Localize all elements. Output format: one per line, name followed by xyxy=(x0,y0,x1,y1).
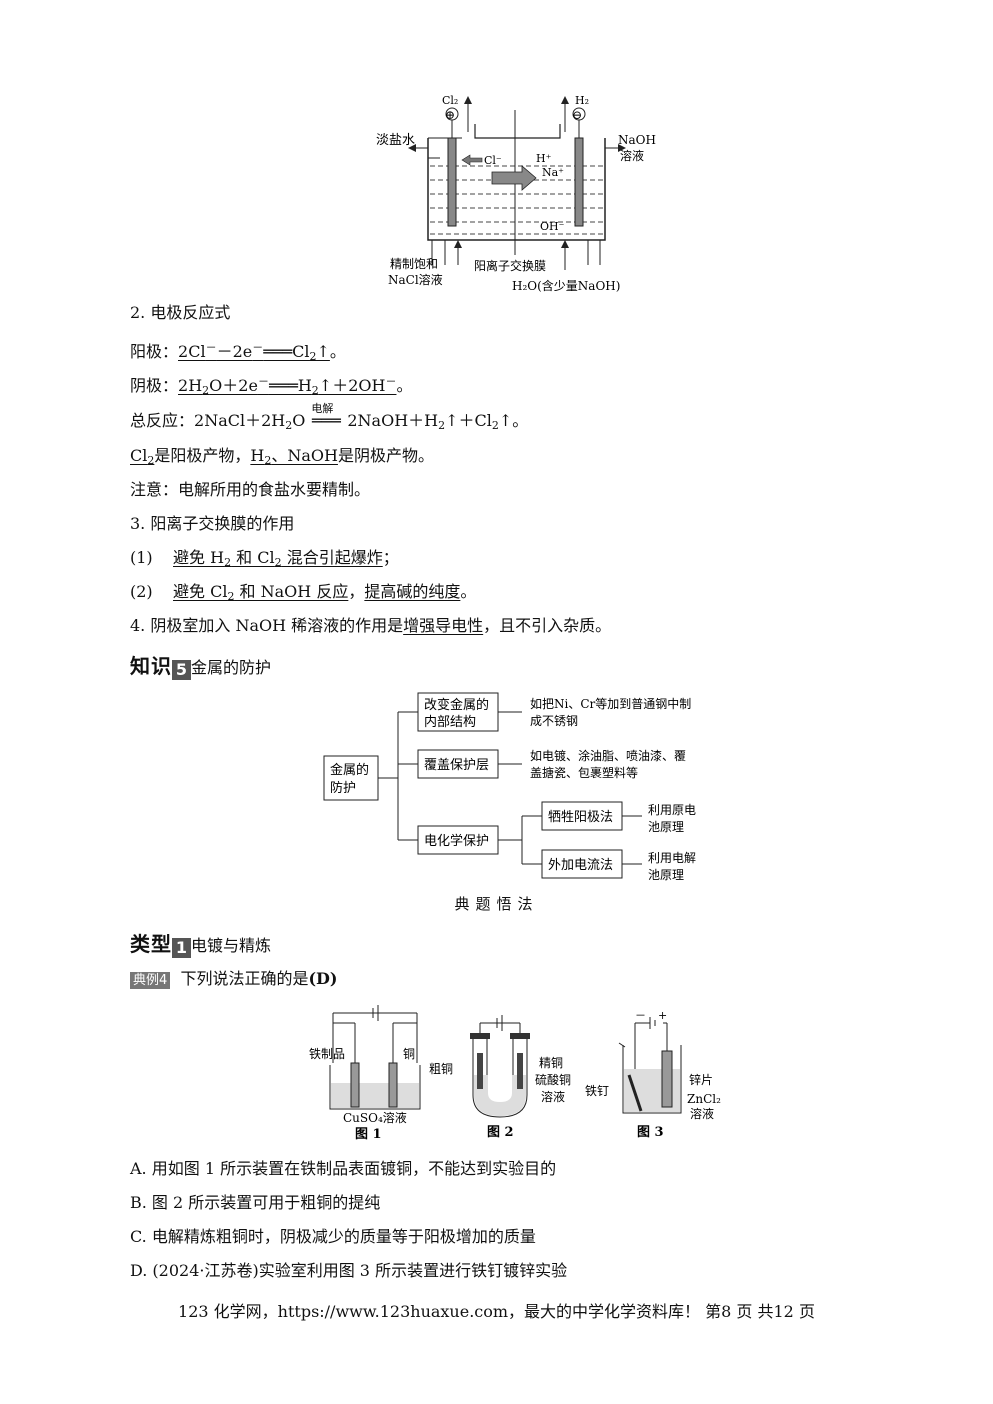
mindmap-root-1: 金属的 xyxy=(330,762,369,778)
mindmap-b3a-desc-2: 池原理 xyxy=(648,820,684,834)
mindmap-b2-desc-2: 盖搪瓷、包裹塑料等 xyxy=(530,765,638,780)
option-a: A. 用如图 1 所示装置在铁制品表面镀铜，不能达到实验目的 xyxy=(130,1159,557,1178)
note-line: 注意：电解所用的食盐水要精制。 xyxy=(130,480,371,499)
mindmap-b3b-desc-2: 池原理 xyxy=(648,868,684,882)
electroplating-figures: 铁制品 铜 CuSO₄溶液 图 1 粗铜 精铜 硫酸铜 溶液 图 2 － + 铁… xyxy=(309,1005,721,1142)
option-d: D. (2024·江苏卷)实验室利用图 3 所示装置进行铁钉镀锌实验 xyxy=(130,1261,568,1280)
section-2-title: 2. 电极反应式 xyxy=(130,303,231,322)
brine-label-1: 精制饱和 xyxy=(390,256,438,271)
naoh-label-1: NaOH xyxy=(618,133,656,147)
brine-label-2: NaCl溶液 xyxy=(388,272,443,287)
h2-label: H₂ xyxy=(575,94,589,107)
fig2-caption: 图 2 xyxy=(487,1125,514,1140)
option-b: B. 图 2 所示装置可用于粗铜的提纯 xyxy=(130,1193,381,1212)
fig3-plus: + xyxy=(658,1009,667,1022)
naoh-label-2: 溶液 xyxy=(620,148,644,163)
metal-protection-mindmap: 金属的 防护 改变金属的 内部结构 如把Ni、Cr等加到普通钢中制 成不锈钢 覆… xyxy=(323,692,696,882)
fig2-left-label: 粗铜 xyxy=(429,1061,453,1076)
cathode-sign: ⊖ xyxy=(572,108,582,122)
anode-equation: 2Cl－－2e－═══Cl2↑ xyxy=(178,341,330,363)
cl-ion-label: Cl⁻ xyxy=(484,154,502,167)
mindmap-b3b-desc-1: 利用电解 xyxy=(648,851,696,865)
fig3-right-3: 溶液 xyxy=(690,1106,714,1121)
typical-title: 典题悟法 xyxy=(454,895,539,913)
mindmap-b3b: 外加电流法 xyxy=(548,858,613,873)
example-4: 典例4 下列说法正确的是(D) xyxy=(130,968,337,990)
fig1-right-label: 铜 xyxy=(403,1046,415,1061)
membrane-label: 阳离子交换膜 xyxy=(474,258,546,273)
mindmap-b2: 覆盖保护层 xyxy=(424,758,489,773)
fig3-right-2: ZnCl₂ xyxy=(687,1092,721,1106)
fig3-left-label: 铁钉 xyxy=(585,1084,609,1098)
fig2-right-2: 硫酸铜 xyxy=(535,1072,571,1087)
anode-reaction: 阳极：2Cl－－2e－═══Cl2↑。 xyxy=(130,341,346,363)
mindmap-b1-desc-2: 成不锈钢 xyxy=(530,714,578,728)
membrane-role-1: (1) 避免 H2 和 Cl2 混合引起爆炸； xyxy=(130,548,399,569)
electrolysis-condition: 电解 xyxy=(311,402,334,415)
mindmap-root-2: 防护 xyxy=(330,780,356,796)
cathode-label: 阴极： xyxy=(130,376,179,395)
option-c: C. 电解精炼粗铜时，阴极减少的质量等于阳极增加的质量 xyxy=(130,1227,536,1246)
anode-sign: ⊕ xyxy=(445,108,455,122)
section-3-title: 3. 阳离子交换膜的作用 xyxy=(130,514,295,533)
fig3-minus: － xyxy=(635,1009,646,1022)
fig1-solution-label: CuSO₄溶液 xyxy=(343,1110,407,1125)
cathode-reaction: 阴极：2H2O＋2e－═══H2↑＋2OH－。 xyxy=(130,375,413,397)
dilute-brine-label: 淡盐水 xyxy=(376,133,415,148)
fig2-right-3: 溶液 xyxy=(541,1089,565,1104)
mindmap-b2-desc-1: 如电镀、涂油脂、喷油漆、覆 xyxy=(530,748,686,763)
cl2-label: Cl₂ xyxy=(442,94,458,107)
example-tag: 典例4 xyxy=(130,972,171,989)
fig3-caption: 图 3 xyxy=(637,1125,664,1140)
products-line: Cl2是阳极产物，H2、NaOH是阴极产物。 xyxy=(130,446,434,467)
membrane-role-2: (2) 避免 Cl2 和 NaOH 反应，提高碱的纯度。 xyxy=(130,582,477,603)
water-label: H₂O(含少量NaOH) xyxy=(512,278,620,293)
oh-ion-label: OH⁻ xyxy=(540,220,565,233)
total-label: 总反应： xyxy=(130,411,195,430)
mindmap-b1-2: 内部结构 xyxy=(424,714,476,730)
fig1-caption: 图 1 xyxy=(355,1127,382,1142)
h-ion-label: H⁺ xyxy=(536,152,552,165)
mindmap-b3a-desc-1: 利用原电 xyxy=(648,803,696,817)
mindmap-b3: 电化学保护 xyxy=(424,833,489,849)
anode-label: 阳极： xyxy=(130,342,179,361)
na-ion-label: Na⁺ xyxy=(542,166,564,179)
page-footer: 123 化学网，https://www.123huaxue.com，最大的中学化… xyxy=(178,1302,815,1321)
mindmap-b1-desc-1: 如把Ni、Cr等加到普通钢中制 xyxy=(530,696,691,711)
cathode-equation: 2H2O＋2e－═══H2↑＋2OH－ xyxy=(178,375,397,397)
chlor-alkali-cell-diagram: Cl₂ H₂ ⊕ ⊖ 淡盐水 NaOH 溶液 Cl⁻ H⁺ Na⁺ OH⁻ 精制… xyxy=(376,94,656,293)
fig3-right-1: 锌片 xyxy=(689,1073,713,1087)
mindmap-b3a: 牺牲阳极法 xyxy=(548,810,613,825)
fig2-right-1: 精铜 xyxy=(539,1055,563,1070)
mindmap-b1-1: 改变金属的 xyxy=(424,697,489,713)
section-4: 4. 阴极室加入 NaOH 稀溶液的作用是增强导电性，且不引入杂质。 xyxy=(130,616,612,635)
fig1-left-label: 铁制品 xyxy=(309,1047,345,1061)
